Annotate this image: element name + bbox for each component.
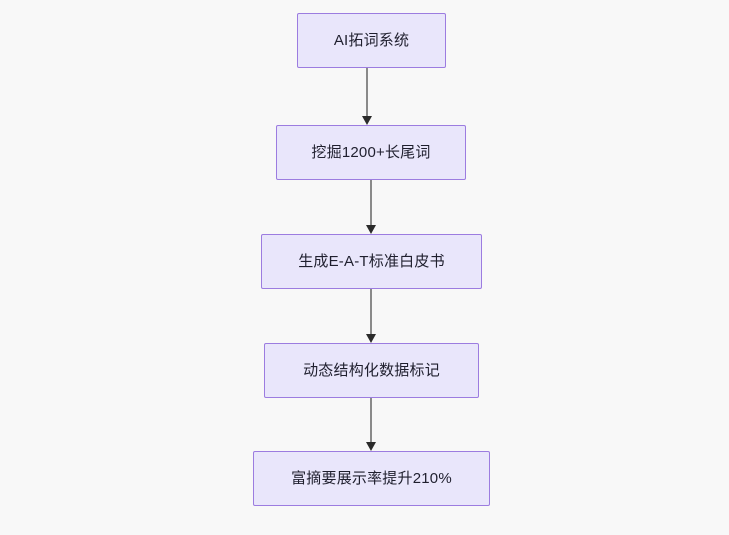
arrowhead-icon [362,116,372,125]
edge-line [370,289,372,334]
flow-node-label: 挖掘1200+长尾词 [311,143,431,161]
arrowhead-icon [366,334,376,343]
flow-edge-n3-n4 [365,289,377,343]
arrowhead-icon [366,225,376,234]
flow-node-n2[interactable]: 挖掘1200+长尾词 [276,125,466,180]
edge-line [370,180,372,225]
flow-edge-n2-n3 [365,180,377,234]
flow-node-label: 富摘要展示率提升210% [291,469,452,487]
flow-edge-n4-n5 [365,398,377,451]
flow-node-label: AI拓词系统 [333,31,410,49]
flow-node-n3[interactable]: 生成E-A-T标准白皮书 [261,234,482,289]
edge-line [366,68,368,116]
edge-line [370,398,372,442]
flow-node-n5[interactable]: 富摘要展示率提升210% [253,451,490,506]
flow-node-n1[interactable]: AI拓词系统 [297,13,446,68]
flow-node-label: 生成E-A-T标准白皮书 [298,252,445,270]
flow-edge-n1-n2 [361,68,373,125]
flow-node-label: 动态结构化数据标记 [303,361,440,379]
arrowhead-icon [366,442,376,451]
flow-node-n4[interactable]: 动态结构化数据标记 [264,343,479,398]
